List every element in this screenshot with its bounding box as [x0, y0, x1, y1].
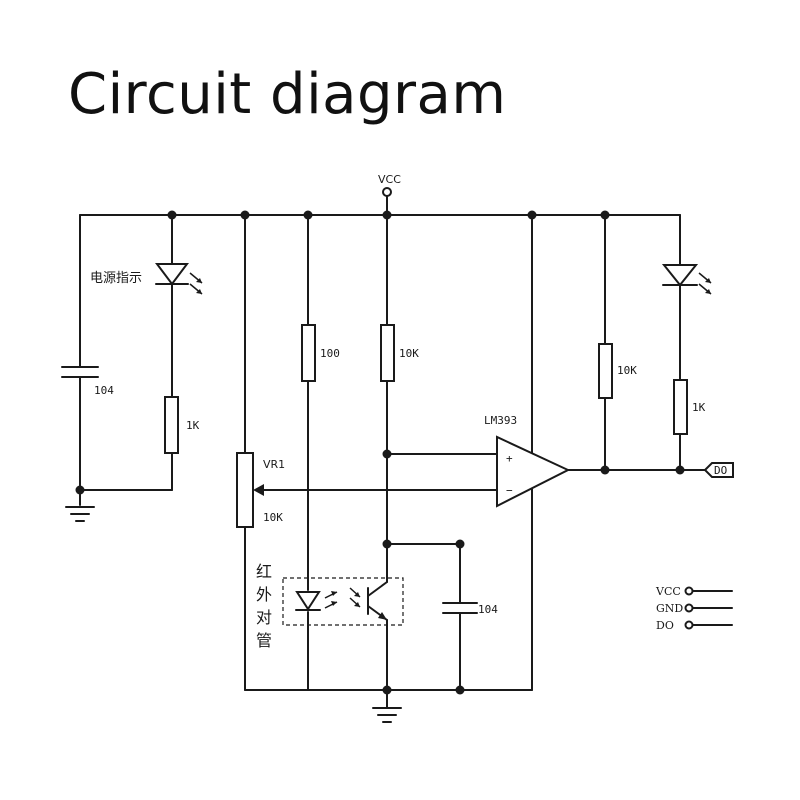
junction-dot — [600, 465, 610, 475]
pin-do-label: DO — [656, 619, 674, 632]
junction-dot — [303, 210, 313, 220]
pin-header: VCC GND DO — [655, 585, 733, 632]
opamp-label: LM393 — [484, 414, 517, 427]
ir-pair: 红 外 对 管 — [256, 562, 404, 650]
junction-dot — [527, 210, 537, 220]
ir-pair-label-2: 外 — [256, 585, 272, 604]
page-title: Circuit diagram — [68, 62, 507, 127]
potentiometer-vr1: VR1 10K — [236, 452, 285, 528]
opamp-minus: − — [506, 484, 513, 497]
power-indicator-led: 电源指示 — [90, 263, 203, 295]
potentiometer-value: 10K — [263, 511, 283, 524]
resistor-10k-right-label: 10K — [617, 364, 637, 377]
ir-emitter-led — [295, 591, 321, 611]
wires — [79, 195, 706, 709]
junction-dot — [382, 449, 392, 459]
ground-bottom — [372, 707, 402, 723]
pin-gnd-label: GND — [656, 602, 683, 615]
power-indicator-label: 电源指示 — [90, 271, 142, 286]
ir-pair-label-4: 管 — [256, 631, 272, 650]
pin-vcc-label: VCC — [655, 585, 681, 598]
resistor-100-label: 100 — [320, 347, 340, 360]
capacitor-left-label: 104 — [94, 384, 114, 397]
output-indicator-led — [661, 264, 712, 295]
junction-dot — [382, 210, 392, 220]
junction-dot — [455, 539, 465, 549]
junction-dot — [455, 685, 465, 695]
junction-dot — [675, 465, 685, 475]
ir-pair-label-3: 对 — [256, 608, 272, 627]
junction-dot — [240, 210, 250, 220]
resistor-100: 100 — [301, 324, 340, 382]
opamp-plus: + — [506, 452, 513, 465]
junction-dot — [382, 685, 392, 695]
resistor-1k-right: 1K — [673, 379, 706, 435]
resistor-10k-mid: 10K — [380, 324, 419, 382]
junction-dot — [75, 485, 85, 495]
junction-dot — [600, 210, 610, 220]
ir-pair-label-1: 红 — [256, 562, 272, 581]
capacitor-left: 104 — [61, 366, 114, 397]
resistor-1k-right-label: 1K — [692, 401, 706, 414]
junction-dots — [75, 210, 685, 695]
comparator-lm393: + − LM393 — [484, 414, 571, 508]
do-output-port: DO — [703, 462, 734, 478]
junction-dot — [167, 210, 177, 220]
capacitor-bottom-label: 104 — [478, 603, 498, 616]
do-output-label: DO — [714, 464, 727, 477]
ground-left — [65, 506, 95, 522]
capacitor-bottom: 104 — [442, 602, 498, 616]
resistor-1k-left-label: 1K — [186, 419, 200, 432]
phototransistor — [367, 581, 388, 621]
vcc-terminal: VCC — [378, 173, 401, 197]
resistor-10k-mid-label: 10K — [399, 347, 419, 360]
vcc-label: VCC — [378, 173, 401, 186]
resistor-1k-left: 1K — [164, 396, 200, 454]
potentiometer-name: VR1 — [263, 458, 285, 471]
junction-dot — [382, 539, 392, 549]
resistor-10k-right: 10K — [598, 343, 637, 399]
